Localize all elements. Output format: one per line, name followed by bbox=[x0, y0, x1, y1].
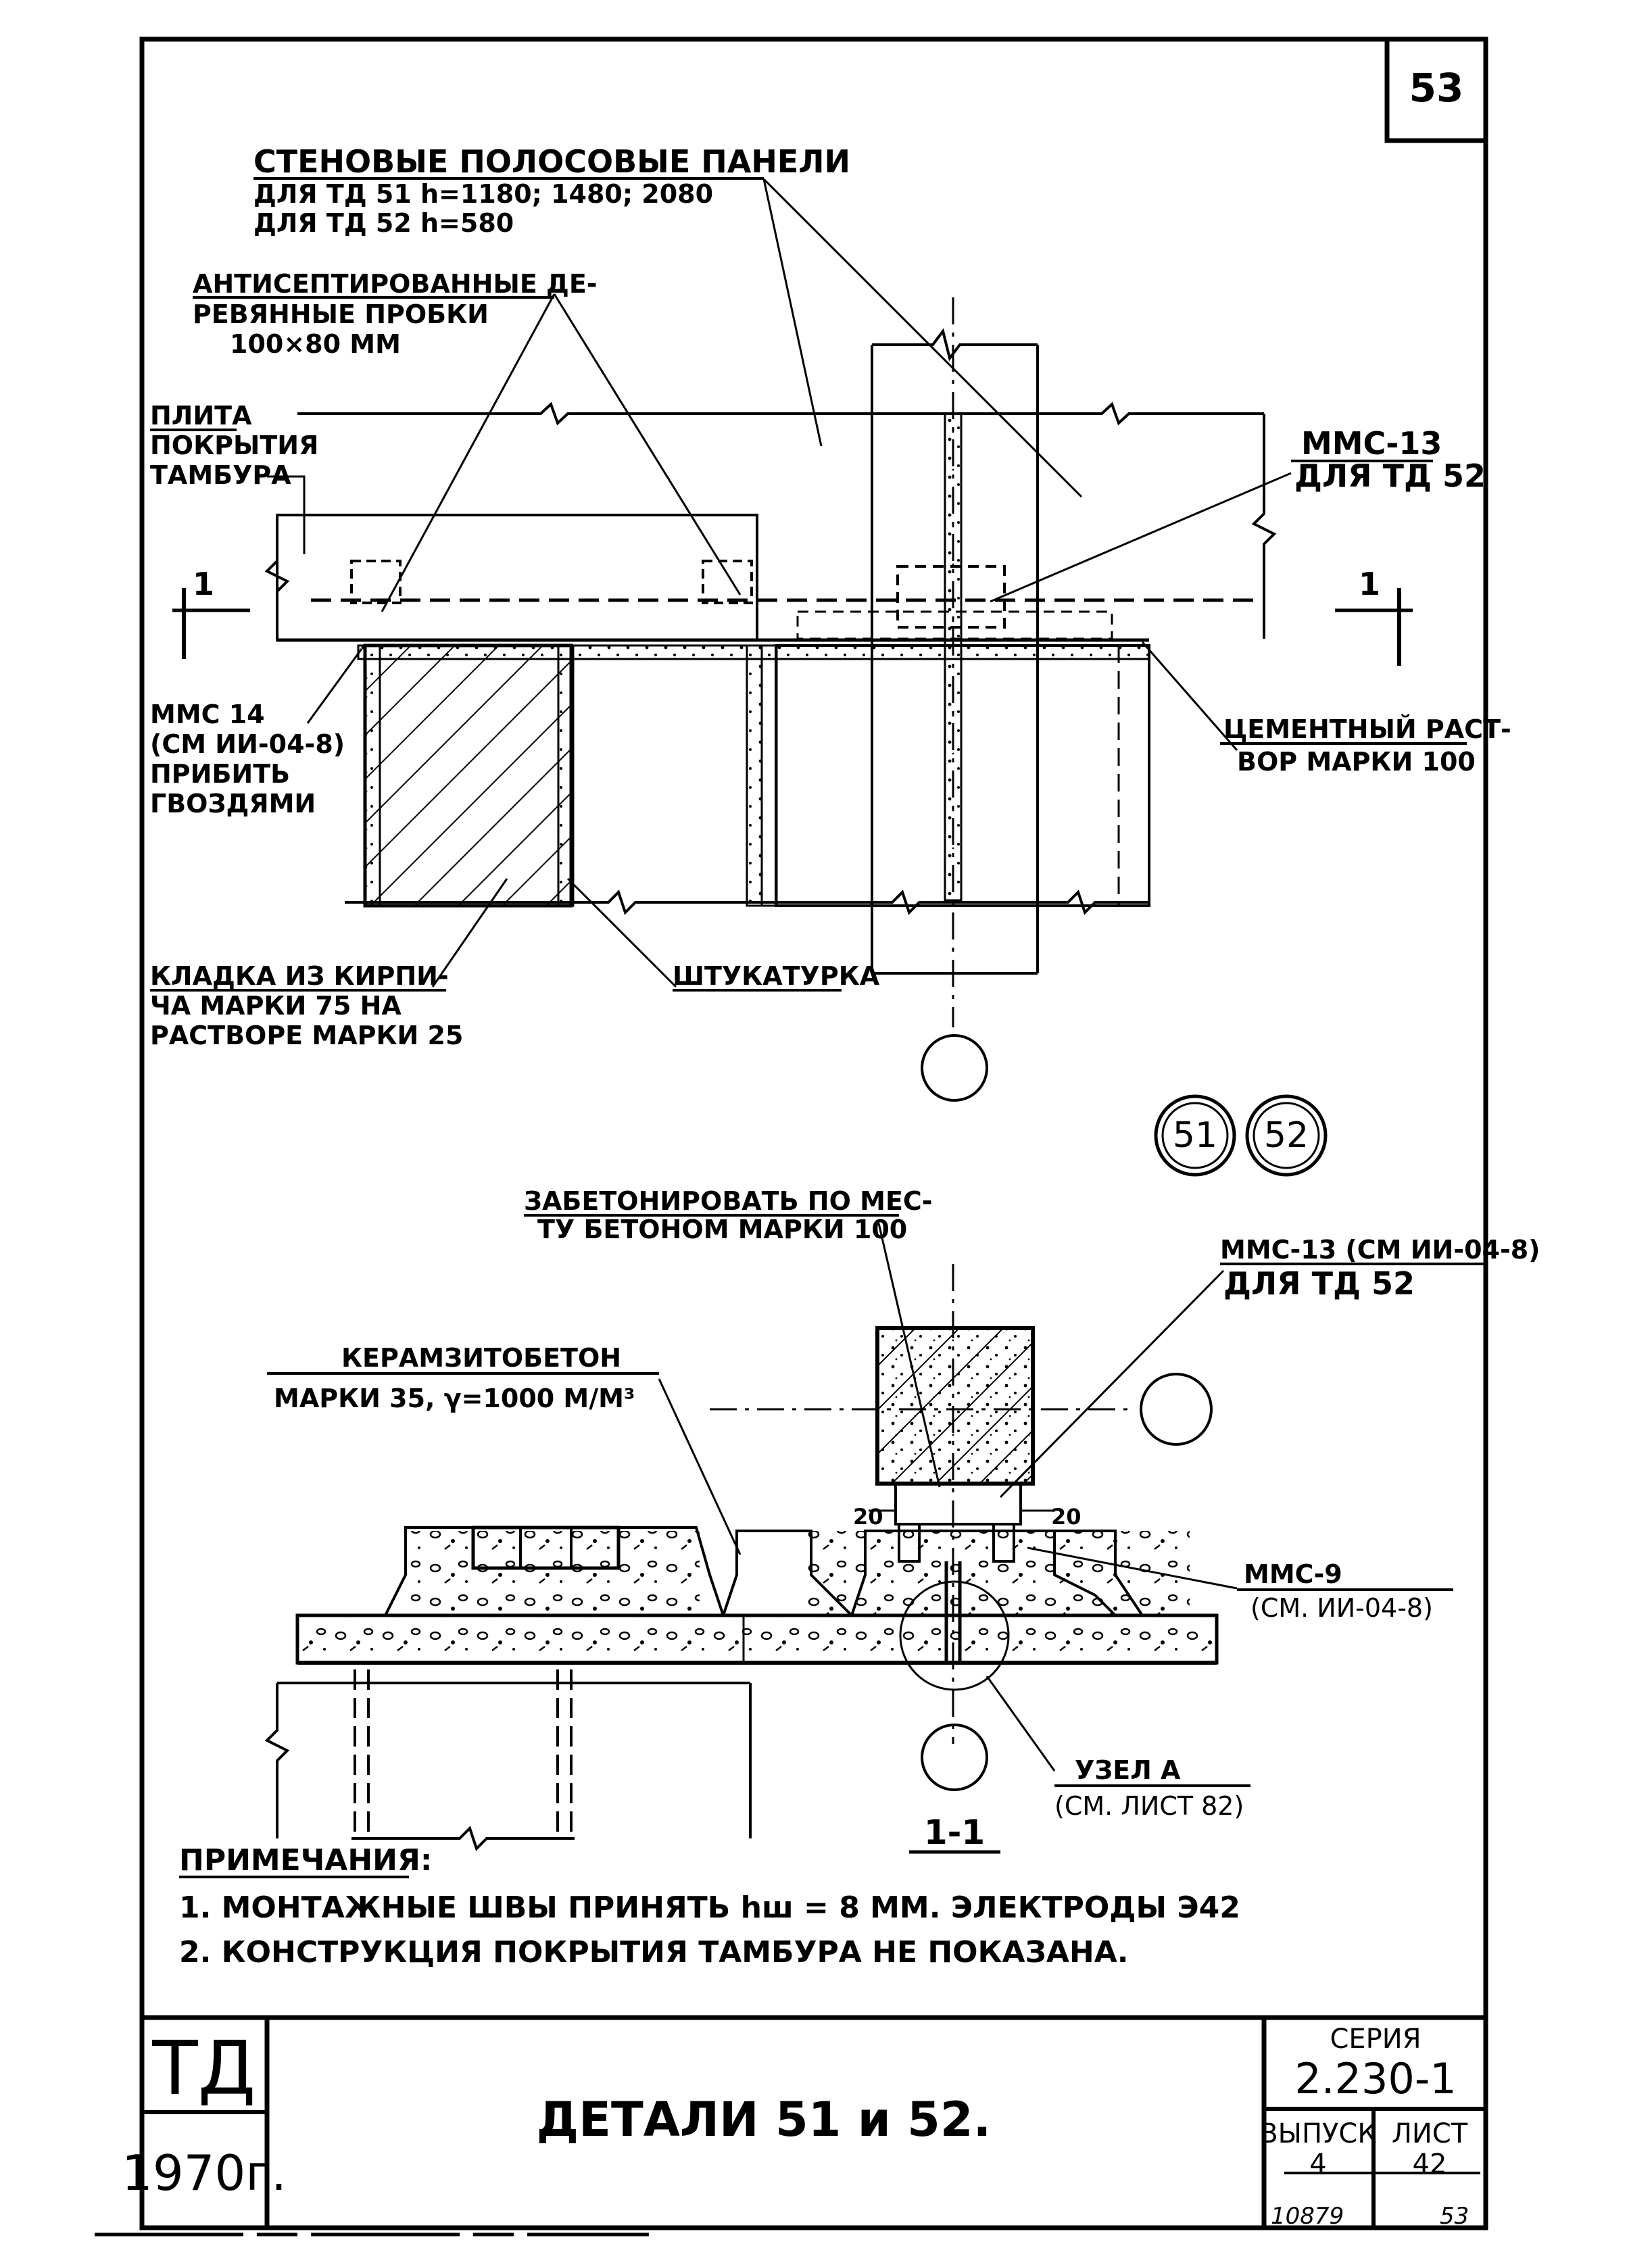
mms9-line2: (СМ. ИИ-04-8) bbox=[1250, 1593, 1433, 1623]
dim-left: 20 bbox=[853, 1504, 883, 1530]
page-number: 53 bbox=[1409, 65, 1464, 111]
title-block-text: ТД 1970г. ДЕТАЛИ 51 и 52. СЕРИЯ 2.230-1 … bbox=[122, 2024, 1468, 2201]
mms13-section-line2: ДЛЯ ТД 52 bbox=[1223, 1265, 1415, 1302]
masonry-line2: ЧА МАРКИ 75 НА bbox=[150, 991, 402, 1021]
issue-label: ВЫПУСК bbox=[1259, 2118, 1377, 2149]
title-block bbox=[142, 2015, 1486, 2228]
mms14-line3: ПРИБИТЬ bbox=[150, 759, 290, 789]
mms13-top-line1: ММС-13 bbox=[1301, 425, 1442, 462]
slab-label-line1: ПЛИТА bbox=[150, 401, 252, 431]
notes-title: ПРИМЕЧАНИЯ: bbox=[179, 1843, 432, 1878]
mms14-line1: ММС 14 bbox=[150, 700, 265, 729]
drawing-title: ДЕТАЛИ 51 и 52. bbox=[537, 2092, 991, 2147]
plan-labels: СТЕНОВЫЕ ПОЛОСОВЫЕ ПАНЕЛИ ДЛЯ ТД 51 h=11… bbox=[150, 143, 1511, 1050]
mms14-line4: ГВОЗДЯМИ bbox=[150, 789, 316, 819]
note-1: 1. МОНТАЖНЫЕ ШВЫ ПРИНЯТЬ hш = 8 ММ. ЭЛЕК… bbox=[179, 1890, 1240, 1925]
wall-panels-td52: ДЛЯ ТД 52 h=580 bbox=[253, 208, 514, 238]
series-value: 2.230-1 bbox=[1294, 2054, 1456, 2103]
slab-label-line3: ТАМБУРА bbox=[150, 460, 291, 490]
node-a-line2: (СМ. ЛИСТ 82) bbox=[1054, 1791, 1244, 1821]
series-label: СЕРИЯ bbox=[1330, 2024, 1421, 2055]
mms13-section-line1: ММС-13 (СМ ИИ-04-8) bbox=[1220, 1235, 1540, 1265]
wooden-plugs-line2: РЕВЯННЫЕ ПРОБКИ bbox=[193, 299, 489, 329]
note-2: 2. КОНСТРУКЦИЯ ПОКРЫТИЯ ТАМБУРА НЕ ПОКАЗ… bbox=[179, 1935, 1128, 1970]
wooden-plugs-line1: АНТИСЕПТИРОВАННЫЕ ДЕ- bbox=[193, 269, 598, 299]
slab-label-line2: ПОКРЫТИЯ bbox=[150, 431, 318, 460]
sheet-value: 42 bbox=[1413, 2149, 1447, 2180]
section-title: 1-1 bbox=[924, 1813, 985, 1852]
footer-right-number: 53 bbox=[1440, 2203, 1469, 2230]
claydite-line1: КЕРАМЗИТОБЕТОН bbox=[341, 1343, 621, 1373]
mortar-line1: ЦЕМЕНТНЫЙ РАСТ- bbox=[1223, 714, 1511, 744]
sheet-frame bbox=[139, 36, 1488, 2230]
node-a-line1: УЗЕЛ А bbox=[1075, 1755, 1181, 1785]
infill-concrete-line1: ЗАБЕТОНИРОВАТЬ ПО МЕС- bbox=[524, 1186, 933, 1216]
sheet-label: ЛИСТ bbox=[1392, 2118, 1468, 2149]
section-mark-left: 1 bbox=[193, 566, 214, 602]
mortar-line2: ВОР МАРКИ 100 bbox=[1237, 747, 1476, 777]
org-mark: ТД bbox=[151, 2025, 256, 2111]
mms9-line1: ММС-9 bbox=[1244, 1559, 1342, 1589]
claydite-line2: МАРКИ 35, γ=1000 М/М³ bbox=[274, 1384, 635, 1413]
detail-51: 51 bbox=[1173, 1115, 1217, 1156]
footer-left-number: 10879 bbox=[1271, 2203, 1344, 2230]
section-view bbox=[264, 1223, 1238, 1851]
issue-value: 4 bbox=[1309, 2149, 1326, 2180]
wall-panels-td51: ДЛЯ ТД 51 h=1180; 1480; 2080 bbox=[253, 179, 713, 209]
mms14-line2: (СМ ИИ-04-8) bbox=[150, 729, 345, 759]
masonry-line3: РАСТВОРЕ МАРКИ 25 bbox=[150, 1021, 463, 1050]
plaster-label: ШТУКАТУРКА bbox=[673, 961, 880, 991]
detail-52: 52 bbox=[1264, 1115, 1309, 1156]
wooden-plugs-line3: 100×80 ММ bbox=[230, 329, 401, 359]
year: 1970г. bbox=[122, 2145, 287, 2201]
mms13-top-line2: ДЛЯ ТД 52 bbox=[1294, 458, 1486, 494]
masonry-line1: КЛАДКА ИЗ КИРПИ- bbox=[150, 961, 449, 991]
wall-panels-title: СТЕНОВЫЕ ПОЛОСОВЫЕ ПАНЕЛИ bbox=[253, 143, 850, 180]
plan-view bbox=[172, 178, 1413, 1102]
infill-concrete-line2: ТУ БЕТОНОМ МАРКИ 100 bbox=[537, 1215, 907, 1244]
section-labels: ЗАБЕТОНИРОВАТЬ ПО МЕС- ТУ БЕТОНОМ МАРКИ … bbox=[267, 1186, 1540, 1854]
section-mark-right: 1 bbox=[1359, 566, 1380, 602]
notes: ПРИМЕЧАНИЯ: 1. МОНТАЖНЫЕ ШВЫ ПРИНЯТЬ hш … bbox=[179, 1843, 1240, 1970]
page-number-box: 53 bbox=[1384, 36, 1488, 143]
detail-markers: 51 52 bbox=[1154, 1094, 1328, 1177]
dim-right: 20 bbox=[1051, 1504, 1082, 1530]
